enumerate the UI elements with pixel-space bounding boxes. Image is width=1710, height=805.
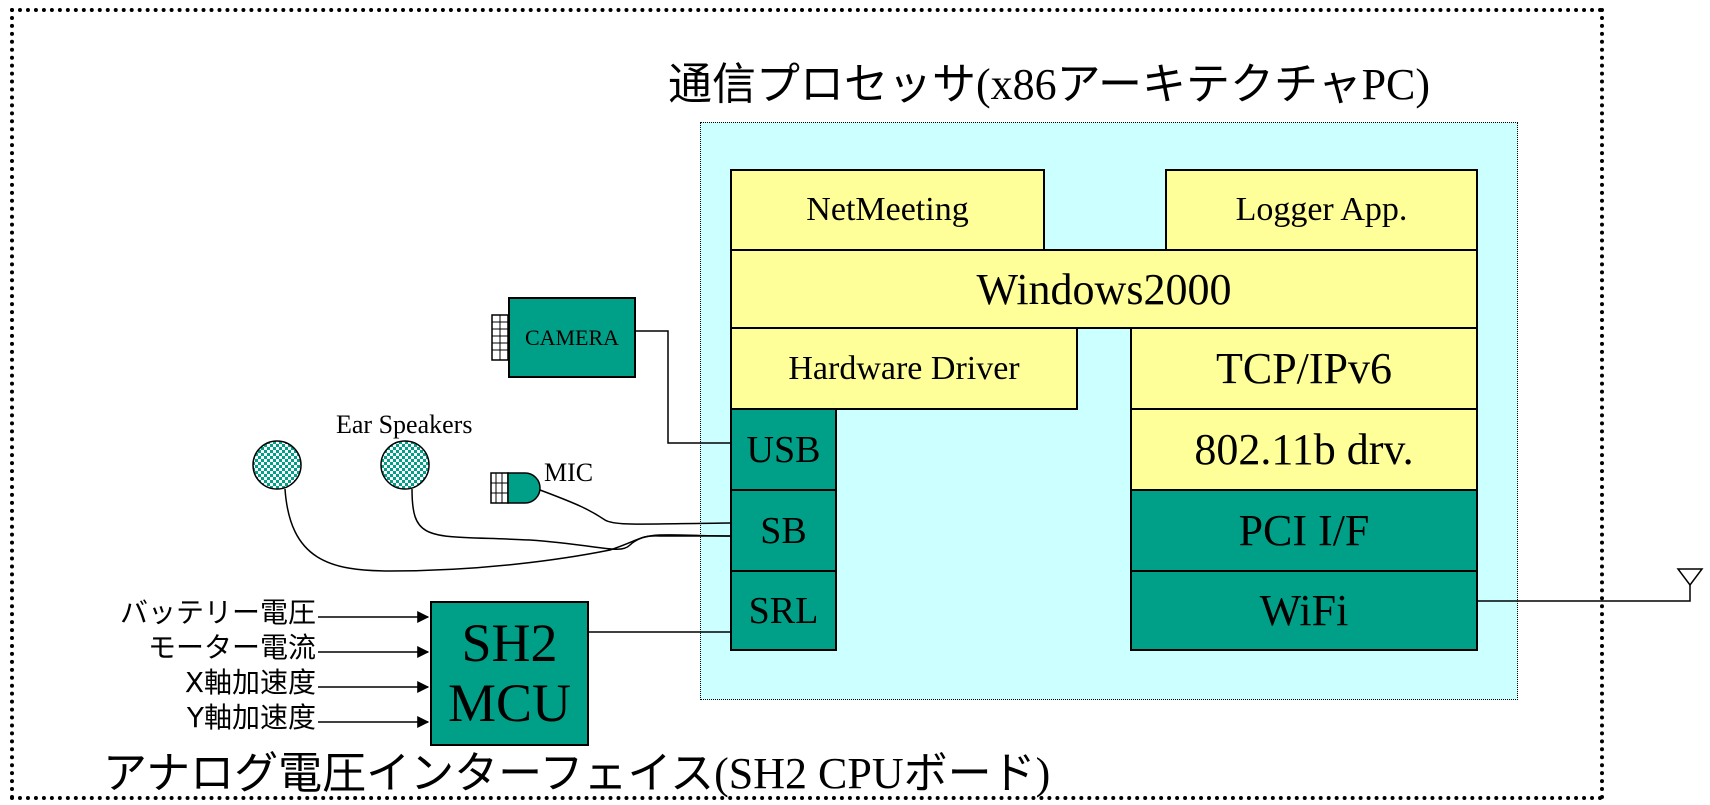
- block-logger-app: Logger App.: [1165, 169, 1478, 251]
- input-x-acceleration: X軸加速度: [184, 666, 316, 699]
- block-80211b-driver: 802.11b drv.: [1130, 408, 1478, 491]
- port-usb: USB: [730, 408, 837, 491]
- input-motor-current: モーター電流: [147, 631, 316, 664]
- mic-cable: [539, 489, 731, 525]
- port-sb-label: SB: [760, 509, 807, 552]
- camera-label: CAMERA: [524, 324, 620, 350]
- ear-speakers-label: Ear Speakers: [336, 410, 473, 439]
- block-logger-label: Logger App.: [1235, 191, 1408, 228]
- mcu-label: MCU: [447, 672, 572, 733]
- port-usb-label: USB: [746, 428, 821, 471]
- camera-device: CAMERA: [508, 297, 636, 378]
- wifi-antenna-line: [1478, 585, 1691, 602]
- block-wifi: WiFi: [1130, 570, 1478, 651]
- mic-label: MIC: [544, 458, 594, 487]
- right-speaker-cable: [411, 488, 731, 550]
- sh2-label: SH2: [461, 613, 558, 674]
- input-battery-voltage: バッテリー電圧: [119, 596, 316, 629]
- block-wifi-label: WiFi: [1259, 586, 1349, 635]
- ear-speaker-right-icon: [380, 440, 430, 490]
- microphone-icon: [490, 472, 541, 504]
- block-pci-label: PCI I/F: [1238, 506, 1370, 555]
- title-communication-processor: 通信プロセッサ(x86アーキテクチャPC): [668, 60, 1431, 109]
- ear-speaker-left-icon: [252, 440, 302, 490]
- camera-usb-cable: [636, 330, 730, 444]
- block-pci-if: PCI I/F: [1130, 489, 1478, 572]
- port-sb: SB: [730, 489, 837, 572]
- block-tcpip: TCP/IPv6: [1130, 327, 1478, 410]
- system-boundary: [10, 8, 1604, 800]
- block-tcpip-label: TCP/IPv6: [1215, 344, 1393, 393]
- antenna-icon: [1676, 568, 1704, 587]
- block-netmeeting-label: NetMeeting: [806, 191, 969, 228]
- input-y-acceleration: Y軸加速度: [186, 701, 316, 734]
- block-hardware-driver: Hardware Driver: [730, 327, 1078, 410]
- title-analog-interface: アナログ電圧インターフェイス(SH2 CPUボード): [103, 749, 1051, 798]
- block-windows2000: Windows2000: [730, 249, 1478, 329]
- block-hw-driver-label: Hardware Driver: [788, 349, 1020, 387]
- port-srl: SRL: [730, 570, 837, 651]
- sh2-mcu-block: SH2 MCU: [430, 601, 589, 746]
- left-speaker-cable: [284, 488, 730, 572]
- camera-lens-icon: [491, 314, 509, 361]
- port-srl-label: SRL: [748, 589, 819, 632]
- block-wifi-drv-label: 802.11b drv.: [1194, 425, 1414, 474]
- block-windows-label: Windows2000: [976, 264, 1232, 314]
